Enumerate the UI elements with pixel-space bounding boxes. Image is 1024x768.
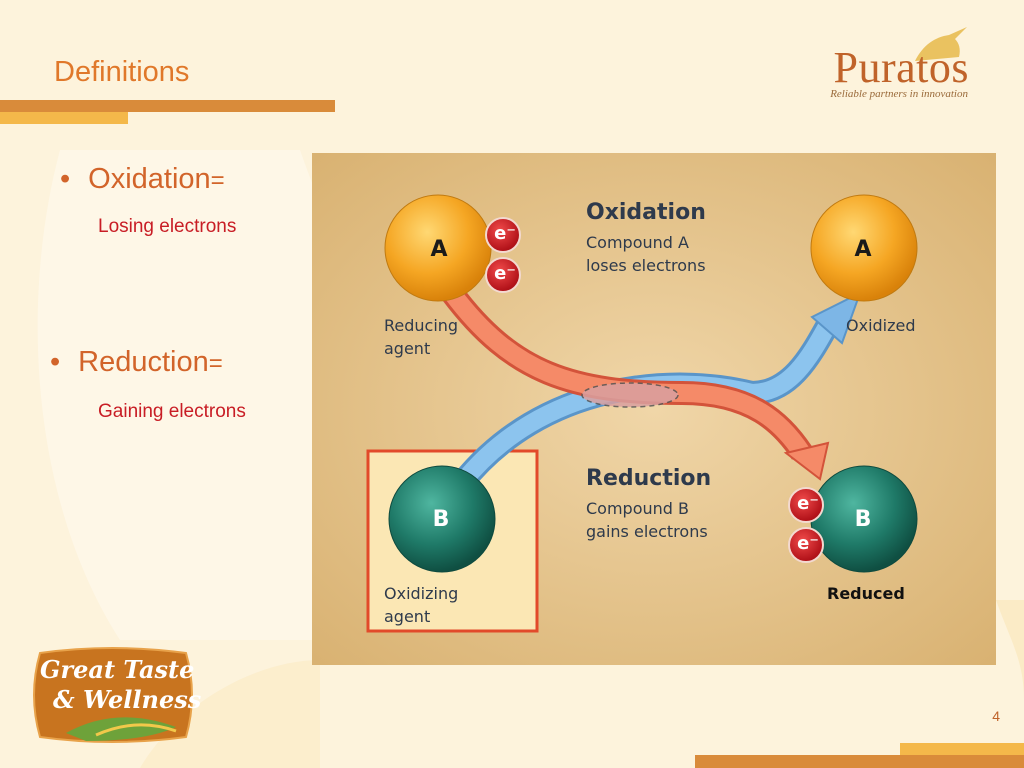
red-arrow-head-icon bbox=[783, 441, 830, 481]
compound-b-reduced-label: B bbox=[854, 507, 872, 532]
bullet-equals: = bbox=[208, 350, 223, 377]
oxidation-heading: Oxidation bbox=[586, 200, 706, 225]
compound-a-label: A bbox=[430, 237, 448, 262]
electron-label: e⁻ bbox=[797, 493, 819, 514]
electron-icon: e⁻ bbox=[485, 217, 521, 253]
reducing-agent-line1: Reducing bbox=[384, 316, 459, 335]
header-accent-bar bbox=[0, 100, 335, 112]
electron-icon: e⁻ bbox=[788, 527, 824, 563]
oxidizing-agent-line1: Oxidizing bbox=[384, 584, 459, 603]
electron-label: e⁻ bbox=[494, 263, 516, 284]
redox-diagram: e⁻ e⁻ e⁻ e⁻ A A B B Oxidation Compound A… bbox=[312, 153, 996, 665]
compound-a-oxidized-ball bbox=[810, 194, 918, 302]
electron-icon: e⁻ bbox=[485, 257, 521, 293]
electron-icon: e⁻ bbox=[788, 487, 824, 523]
reduction-desc-line2: gains electrons bbox=[586, 522, 708, 541]
compound-a-oxidized-label: A bbox=[854, 237, 872, 262]
bullet-equals: = bbox=[210, 167, 225, 194]
footer-accent-bar-upper bbox=[900, 743, 1024, 755]
electron-label: e⁻ bbox=[494, 223, 516, 244]
bullet-reduction: • Reduction= bbox=[50, 346, 223, 379]
reduced-label: Reduced bbox=[827, 584, 905, 603]
brand-tagline: Reliable partners in innovation bbox=[830, 88, 968, 100]
bullet-symbol: • bbox=[50, 346, 61, 378]
reducing-agent-line2: agent bbox=[384, 339, 431, 358]
oxidized-label: Oxidized bbox=[846, 316, 916, 335]
reduction-desc-line1: Compound B bbox=[586, 499, 689, 518]
oxidizing-agent-line2: agent bbox=[384, 607, 431, 626]
oxidation-desc-line1: Compound A bbox=[586, 233, 689, 252]
badge-text-line1: Great Taste bbox=[40, 655, 195, 684]
reduction-definition: Gaining electrons bbox=[98, 401, 246, 422]
slide-title: Definitions bbox=[54, 56, 190, 88]
bullet-term: Oxidation bbox=[88, 163, 211, 195]
great-taste-wellness-badge bbox=[33, 647, 193, 743]
bullet-symbol: • bbox=[60, 163, 71, 195]
page-number: 4 bbox=[992, 708, 1000, 724]
bullet-term: Reduction bbox=[78, 346, 209, 378]
footer-accent-bar bbox=[695, 755, 1024, 768]
oxidation-desc-line2: loses electrons bbox=[586, 256, 706, 275]
crossing-zone-ellipse bbox=[581, 382, 679, 408]
reduction-heading: Reduction bbox=[586, 466, 712, 491]
brand-logo-wordmark: Puratos bbox=[833, 43, 969, 92]
unicorn-logo-icon bbox=[915, 27, 967, 61]
oxidation-definition: Losing electrons bbox=[98, 216, 237, 237]
compound-b-label: B bbox=[432, 507, 450, 532]
electron-label: e⁻ bbox=[797, 533, 819, 554]
badge-text-line2: & Wellness bbox=[53, 685, 202, 714]
blue-arrow-head-icon bbox=[810, 290, 862, 345]
header-accent-bar-lower bbox=[0, 112, 128, 124]
bullet-oxidation: • Oxidation= bbox=[60, 163, 225, 196]
redox-diagram-graphics bbox=[312, 153, 996, 665]
compound-b-oxidizing-ball bbox=[388, 465, 496, 573]
